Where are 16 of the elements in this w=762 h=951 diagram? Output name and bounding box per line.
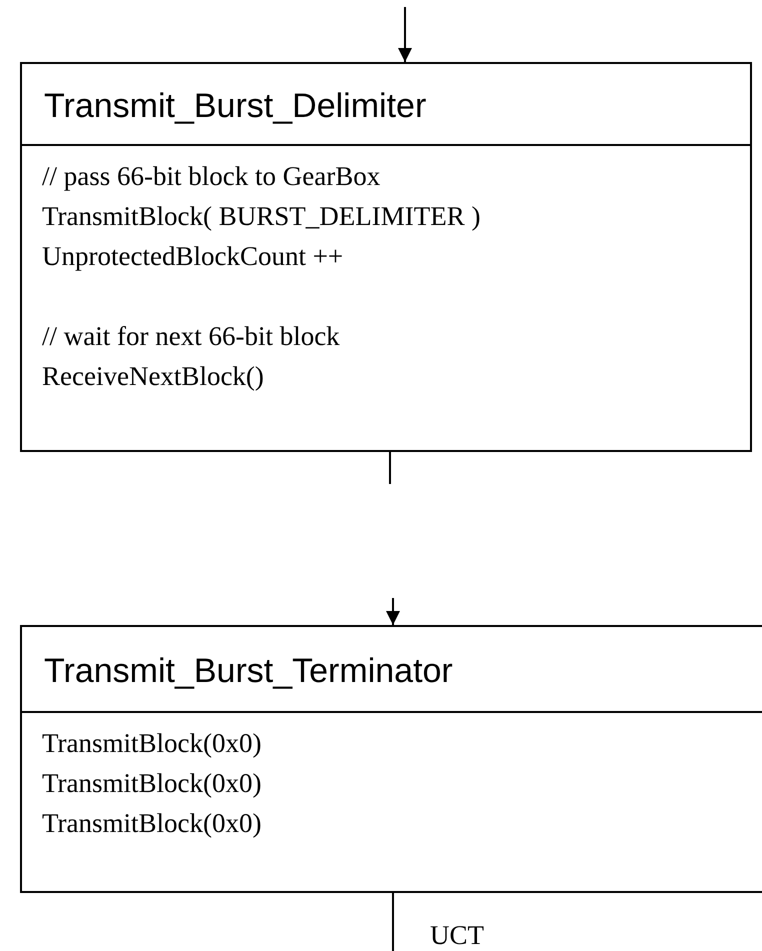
code-line: // pass 66-bit block to GearBox (42, 160, 382, 193)
state-box (20, 62, 752, 452)
state-box (20, 625, 762, 893)
state-title: Transmit_Burst_Delimiter (44, 86, 426, 126)
connector-line (389, 452, 391, 484)
code-line: TransmitBlock( BURST_DELIMITER ) (42, 200, 482, 233)
code-line: TransmitBlock(0x0) (42, 727, 263, 760)
code-line: UnprotectedBlockCount ++ (42, 240, 344, 273)
code-line: // wait for next 66-bit block (42, 320, 341, 353)
connector-line (392, 893, 394, 951)
arrow (386, 598, 400, 625)
arrow (398, 7, 412, 62)
state-title: Transmit_Burst_Terminator (44, 652, 453, 690)
code-line: TransmitBlock(0x0) (42, 767, 263, 800)
code-line: TransmitBlock(0x0) (42, 807, 263, 840)
code-line: ReceiveNextBlock() (42, 360, 265, 393)
